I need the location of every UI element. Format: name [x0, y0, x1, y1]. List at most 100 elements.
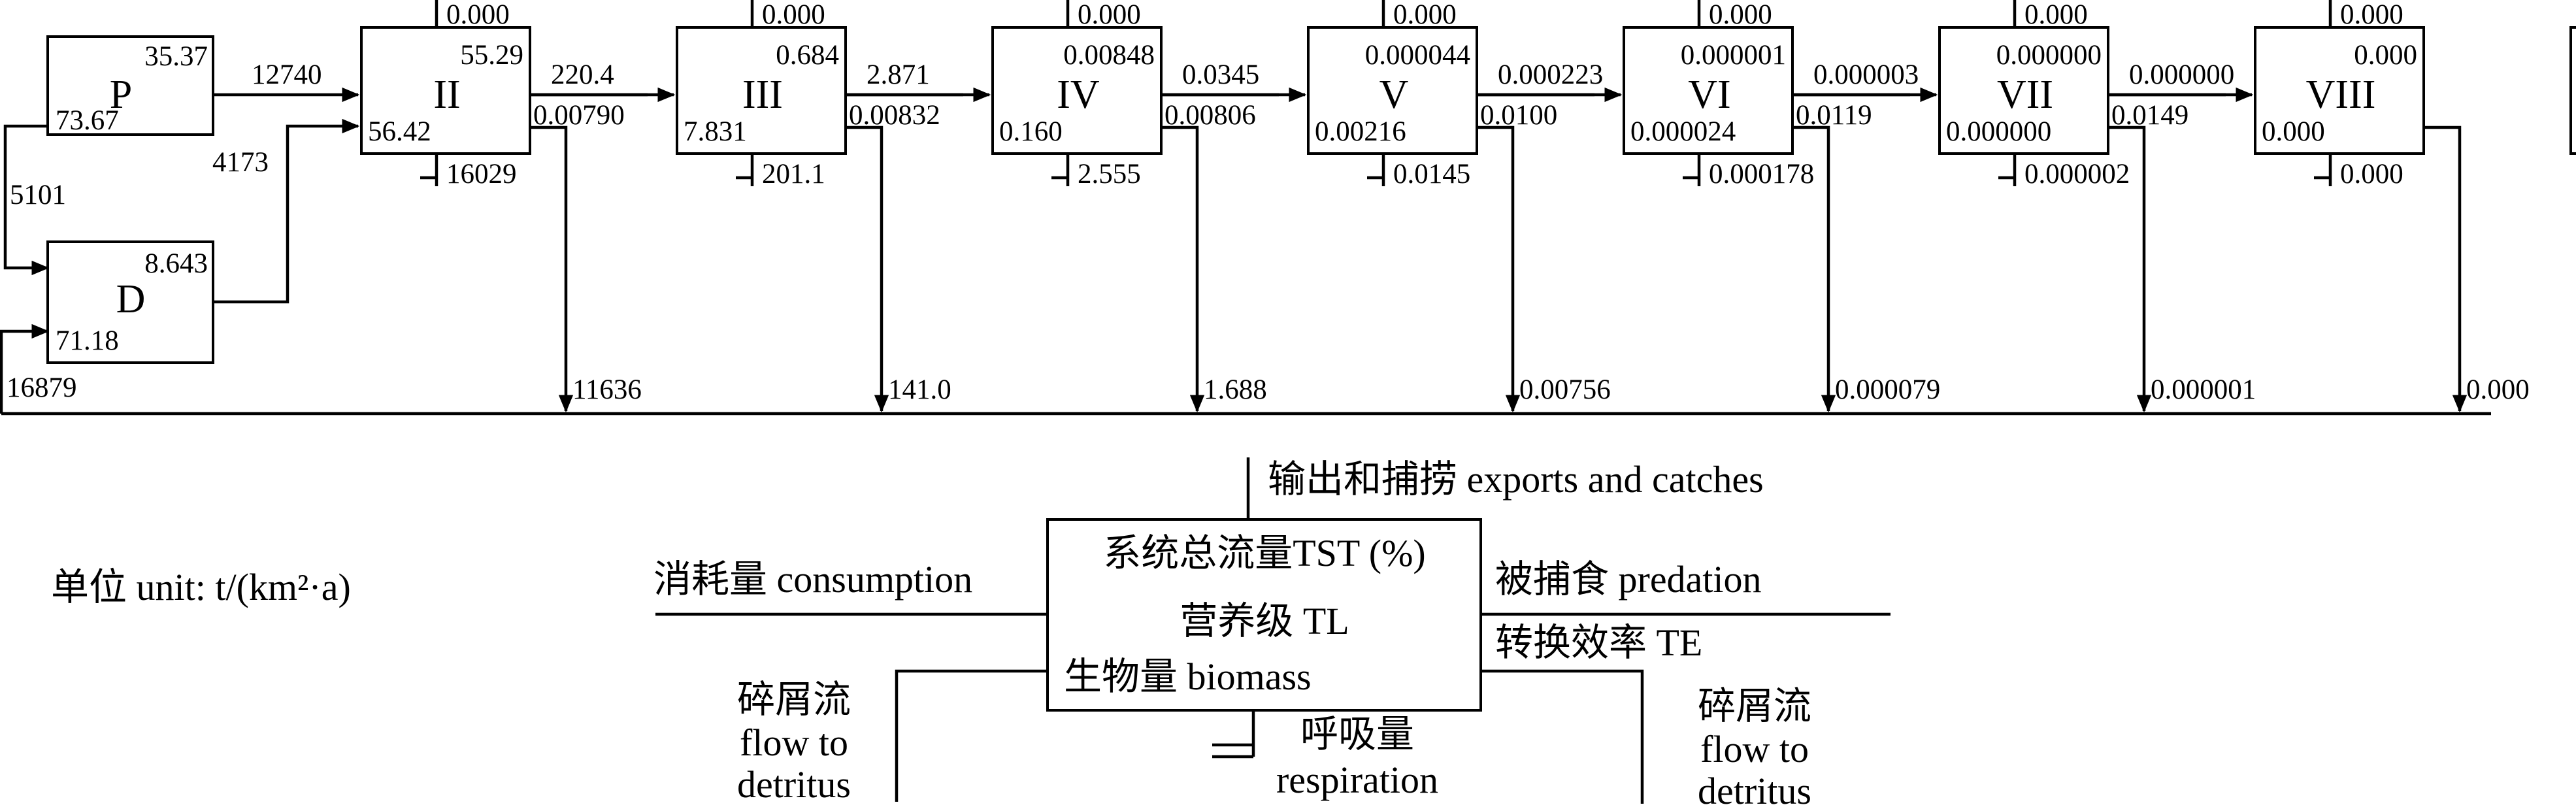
node-ii-box	[360, 26, 531, 155]
node-viii-box	[2569, 26, 2576, 155]
node-iii-detritus: 141.0	[888, 374, 951, 405]
node-iii-biomass: 7.831	[684, 116, 747, 147]
node-iv-box	[991, 26, 1163, 155]
node-viii-detritus: 0.000	[2466, 374, 2530, 405]
producer-detritus-group: P 35.37 73.67 D 8.643 71.18 12740 4173 5…	[0, 35, 2491, 416]
link-iv-te: 0.00806	[1164, 100, 1256, 131]
node-p-label: P	[110, 73, 132, 117]
legend-detritus-right-en2: detritus	[1698, 770, 1811, 807]
node-v-respiration: 0.0145	[1393, 159, 1470, 189]
detritus-return-arrow	[0, 323, 50, 414]
node-p-tst: 35.37	[144, 41, 208, 72]
node-vi-tst: 0.000001	[1681, 40, 1786, 71]
legend-tl: 营养级 TL	[1180, 600, 1349, 642]
node-viii-detritus-arrow	[2424, 125, 2468, 413]
link-ii-predation: 220.4	[551, 59, 614, 90]
node-iv-tst: 0.00848	[1063, 40, 1155, 71]
legend: 单位 unit: t/(km²·a) 输出和捕捞 exports and cat…	[51, 457, 1891, 807]
legend-tst: 系统总流量TST (%)	[1103, 532, 1426, 574]
node-vi-box	[1623, 26, 1794, 155]
legend-biomass: 生物量 biomass	[1064, 655, 1312, 698]
node-ii-respiration: 16029	[446, 159, 517, 189]
node-v-box	[1307, 26, 1478, 155]
legend-detritus-left-zh: 碎屑流	[737, 678, 851, 721]
node-vii-detritus: 0.000001	[2151, 374, 2256, 405]
detritus-return-value: 16879	[7, 372, 77, 403]
flow-p-to-d-arrow	[3, 124, 50, 276]
legend-unit: 单位 unit: t/(km²·a)	[51, 566, 351, 608]
node-vi-detritus: 0.000079	[1835, 374, 1940, 405]
legend-detritus-right-en1: flow to	[1700, 728, 1809, 770]
node-vii-tst: 0.000000	[1996, 40, 2102, 71]
node-vii-export: 0.000	[2024, 0, 2088, 30]
node-vi-detritus-arrow	[1792, 125, 1836, 413]
node-viii-biomass: 0.000	[2262, 116, 2325, 147]
link-iii-te: 0.00832	[849, 100, 940, 131]
link-iii-predation: 2.871	[867, 59, 930, 90]
flow-d-to-ii-arrow	[213, 118, 360, 304]
legend-detritus-right-zh: 碎屑流	[1698, 685, 1811, 727]
node-v-export: 0.000	[1393, 0, 1457, 30]
link-vi-te: 0.0119	[1796, 100, 1872, 131]
node-iii-export: 0.000	[762, 0, 825, 30]
node-d-tst: 8.643	[144, 248, 208, 279]
link-v-predation: 0.000223	[1498, 59, 1603, 90]
node-viii-respiration: 0.000	[2340, 159, 2403, 189]
legend-detritus-left-en2: detritus	[737, 763, 851, 806]
node-iv-detritus-arrow	[1161, 125, 1205, 413]
node-viii-tst: 0.000	[2354, 40, 2417, 71]
legend-respiration: 呼吸量	[1300, 713, 1414, 755]
node-iii-label: III	[742, 73, 783, 117]
node-d-biomass: 71.18	[56, 325, 119, 356]
node-viii-label: VIII	[2306, 73, 2376, 117]
legend-predation: 被捕食 predation	[1495, 558, 1762, 601]
legend-consumption: 消耗量 consumption	[653, 558, 972, 601]
node-iii-tst: 0.684	[776, 40, 839, 71]
link-v-te: 0.0100	[1480, 100, 1557, 131]
node-p-biomass: 73.67	[56, 105, 119, 136]
legend-te: 转换效率 TE	[1495, 621, 1702, 664]
node-ii-tst: 55.29	[460, 40, 523, 71]
node-iii-box	[676, 26, 847, 155]
node-ii-detritus: 11636	[572, 374, 642, 405]
node-ii-label: II	[433, 73, 460, 117]
node-ii-biomass: 56.42	[368, 116, 431, 147]
node-viii-export: 0.000	[2340, 0, 2403, 30]
legend-detritus-right-line	[1481, 669, 1644, 804]
link-ii-te: 0.00790	[533, 100, 625, 131]
node-d-label: D	[116, 277, 146, 321]
node-v-detritus: 0.00756	[1519, 374, 1611, 405]
legend-detritus-left-en1: flow to	[740, 721, 848, 764]
node-iv-respiration: 2.555	[1078, 159, 1141, 189]
node-d-box	[46, 240, 214, 364]
node-vi-biomass: 0.000024	[1630, 116, 1736, 147]
node-iv-label: IV	[1057, 73, 1100, 117]
node-vi-respiration: 0.000178	[1709, 159, 1814, 189]
node-p-box	[46, 35, 214, 136]
flow-p-to-d-value: 5101	[10, 180, 66, 210]
node-vii-box	[1938, 26, 2109, 155]
link-vi-predation: 0.000003	[1813, 59, 1919, 90]
link-vii-predation: 0.000000	[2129, 59, 2234, 90]
node-vii-label: VII	[1997, 73, 2053, 117]
legend-exports: 输出和捕捞 exports and catches	[1268, 458, 1764, 501]
node-iv-export: 0.000	[1078, 0, 1141, 30]
node-vii-biomass: 0.000000	[1946, 116, 2051, 147]
node-v-detritus-arrow	[1477, 125, 1521, 413]
link-iv-predation: 0.0345	[1182, 59, 1259, 90]
flow-p-to-ii-value: 12740	[252, 59, 322, 90]
flow-d-to-ii-value: 4173	[212, 147, 269, 178]
node-vi-export: 0.000	[1709, 0, 1772, 30]
node-viii-box	[2254, 26, 2425, 155]
node-iii-respiration: 201.1	[762, 159, 825, 189]
node-iii-detritus-arrow	[846, 125, 889, 413]
node-vi-label: VI	[1688, 73, 1730, 117]
legend-respiration-en: respiration	[1276, 759, 1438, 801]
node-v-tst: 0.000044	[1365, 40, 1470, 71]
node-vii-respiration: 0.000002	[2024, 159, 2130, 189]
node-v-label: V	[1379, 73, 1409, 117]
link-vii-te: 0.0149	[2111, 100, 2188, 131]
legend-detritus-left-line	[895, 669, 1048, 802]
